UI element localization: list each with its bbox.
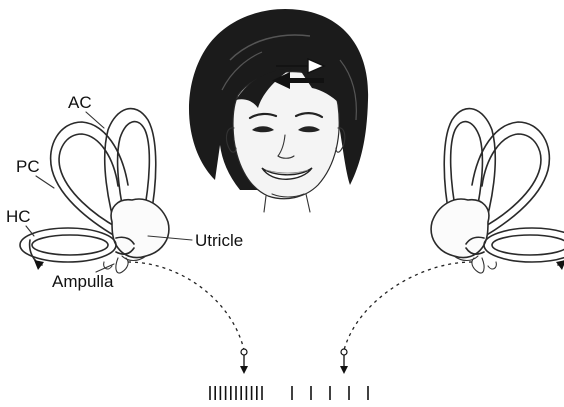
nerve-pathways — [128, 262, 472, 374]
ampulla — [116, 258, 128, 273]
spike-train-right — [292, 386, 368, 400]
left-nerve-fiber — [128, 262, 244, 350]
utricle — [111, 199, 169, 258]
left-inner-ear — [20, 109, 169, 274]
neuron-terminal-icon — [340, 349, 348, 374]
label-ampulla: Ampulla — [52, 272, 114, 291]
right-nerve-fiber — [344, 262, 472, 350]
neuron-terminal-icon — [240, 349, 248, 374]
label-hc: HC — [6, 207, 31, 226]
label-ac: AC — [68, 93, 92, 112]
spike-train-left — [210, 386, 262, 400]
right-inner-ear — [431, 109, 564, 274]
label-pc: PC — [16, 157, 40, 176]
face-illustration — [189, 9, 368, 212]
label-utricle: Utricle — [195, 231, 243, 250]
